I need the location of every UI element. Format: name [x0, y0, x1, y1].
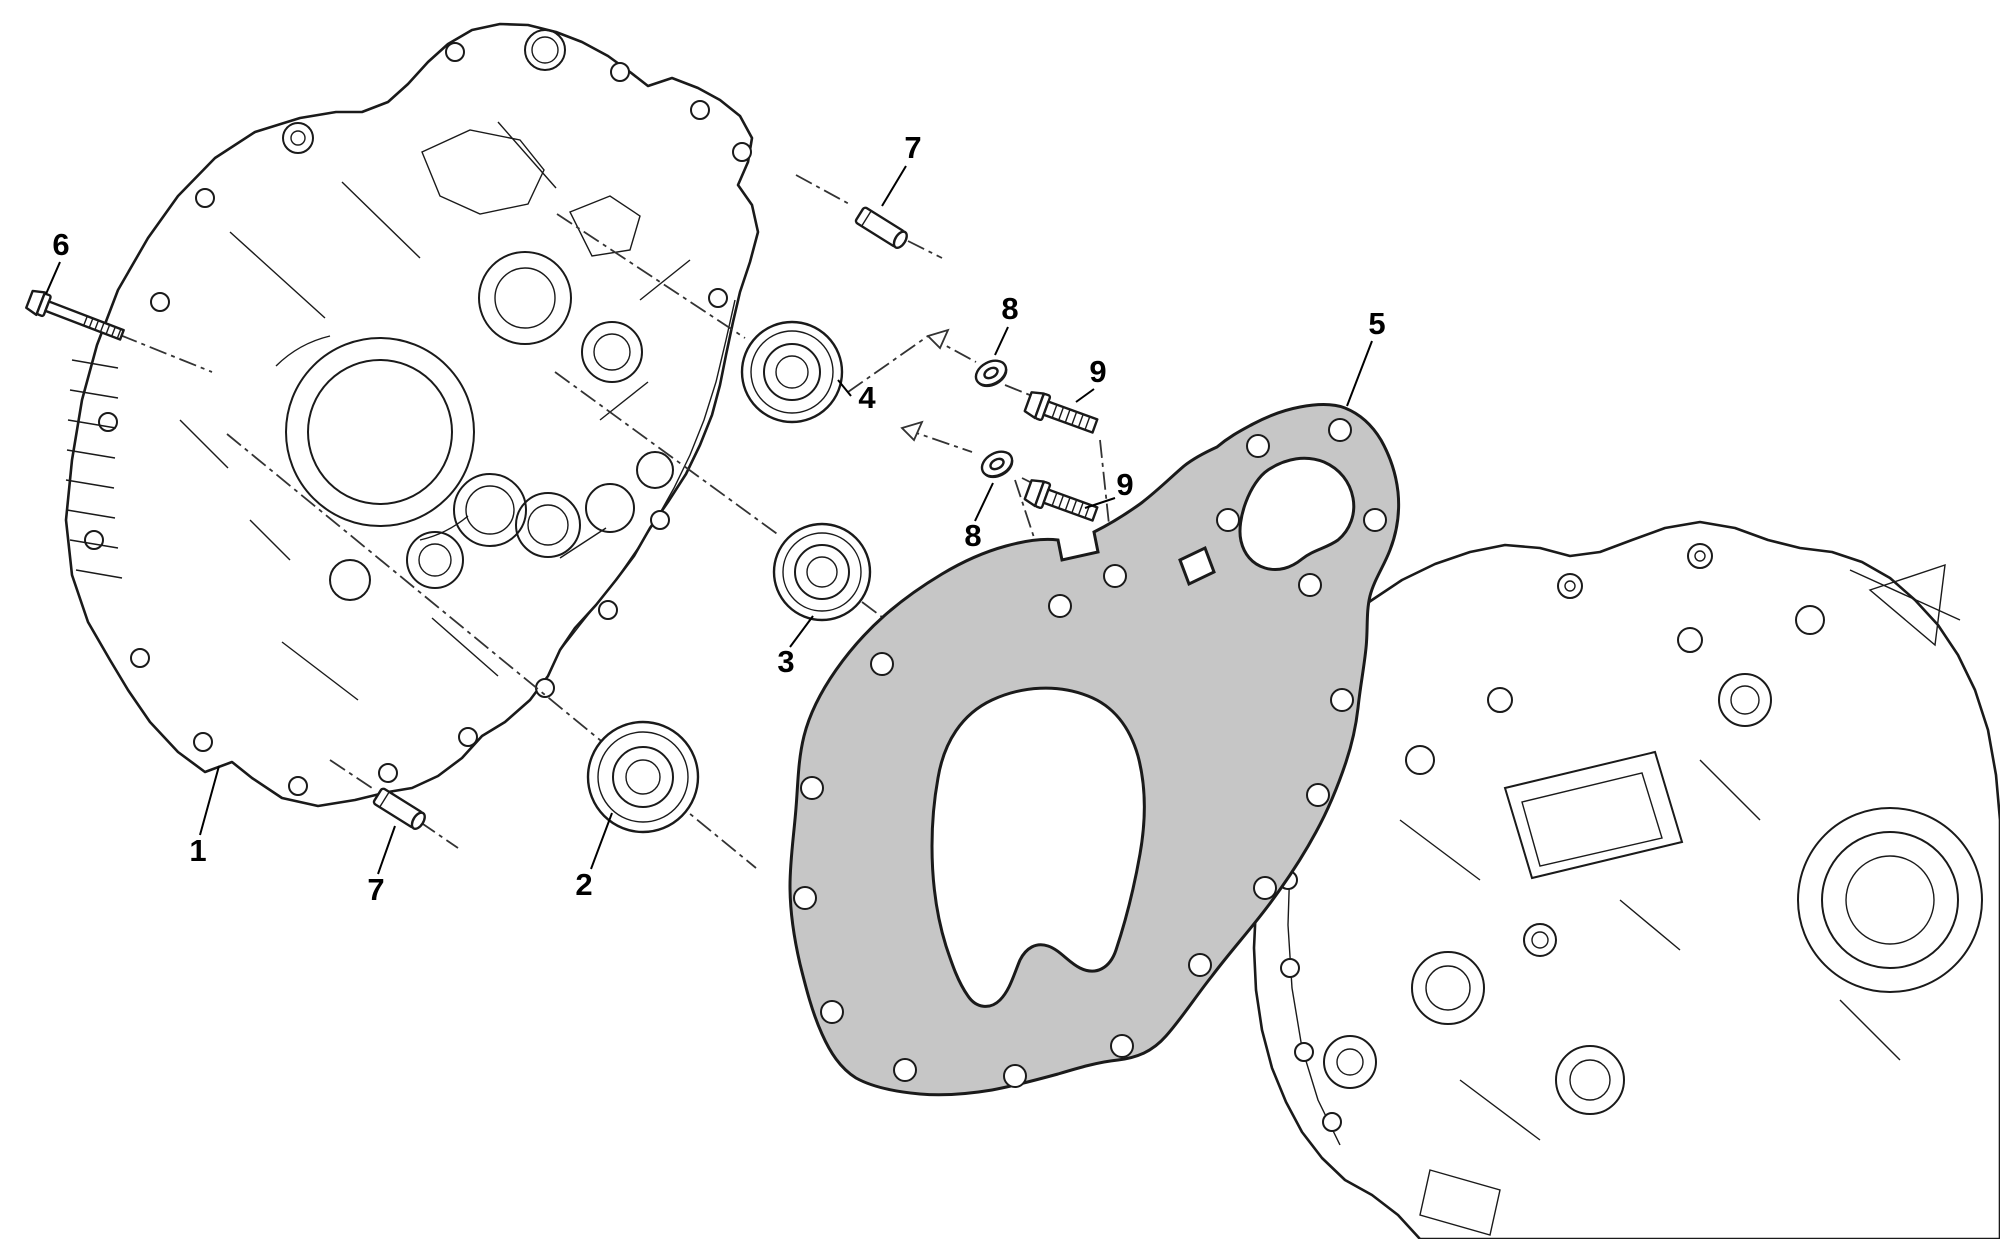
right-crank-bore: [1797, 807, 1983, 993]
bolt-6: [25, 289, 125, 341]
case-window: [1503, 750, 1684, 880]
gasket: [788, 403, 1401, 1097]
gasket-bolt-holes: [793, 418, 1387, 1088]
leader-lines: [45, 165, 1373, 875]
right-case-ribs: [1399, 563, 1961, 1236]
bolt-9-top: [1023, 391, 1099, 434]
dowel-pin-top: [854, 206, 908, 249]
crank-bore: [285, 337, 475, 527]
left-case-bolt-holes: [84, 42, 752, 796]
case-ribs: [179, 121, 691, 701]
dowel-pin-bottom: [372, 787, 426, 830]
filler-cap: [524, 29, 566, 71]
bearing-3: [772, 522, 872, 622]
bolt-9-bottom: [1023, 479, 1099, 522]
washer-8-top: [974, 359, 1008, 388]
washer-8-bottom: [980, 450, 1014, 479]
bearing-2: [586, 720, 700, 834]
left-crankcase-half: [64, 22, 760, 808]
cooling-fins: [65, 359, 123, 579]
bearing-4: [740, 320, 844, 424]
